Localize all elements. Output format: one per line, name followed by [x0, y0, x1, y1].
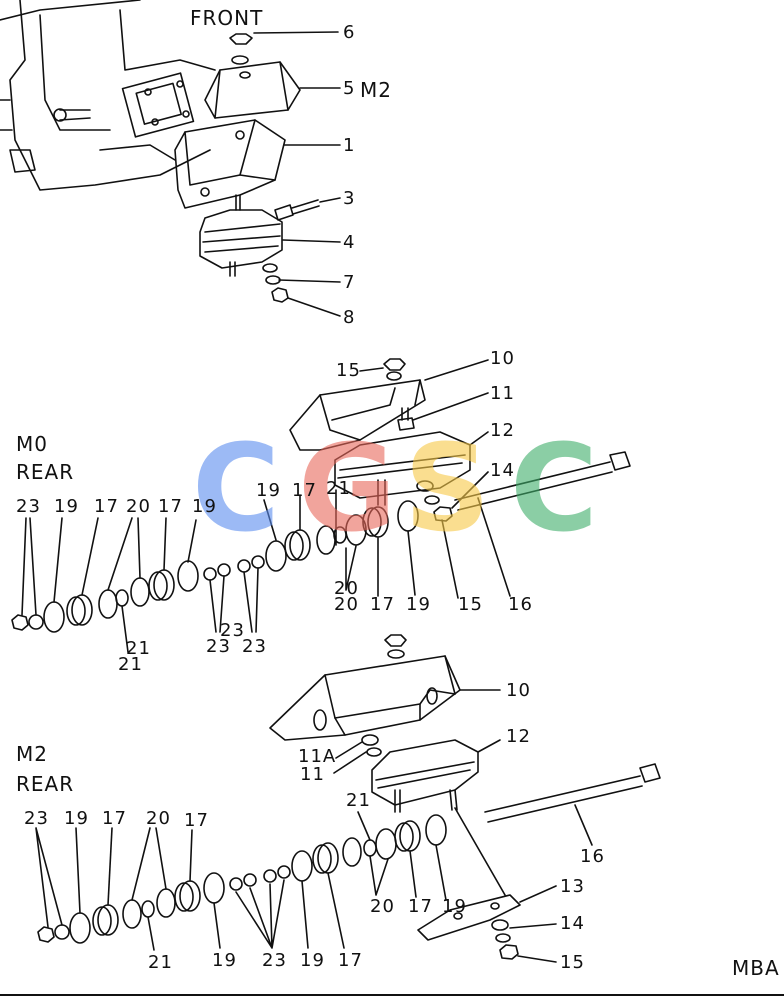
- callout-m2-21-right: 21: [346, 790, 371, 811]
- callout-m2-20-left: 20: [146, 808, 171, 829]
- callout-m2-17-lower: 17: [338, 950, 363, 971]
- watermark-letter-1: C: [192, 420, 281, 559]
- callout-m0-12: 12: [490, 420, 515, 441]
- heading-m0-rear: REAR: [16, 460, 75, 484]
- callout-m2-21-left: 21: [148, 952, 173, 973]
- heading-front: FRONT: [190, 6, 264, 30]
- callout-m2-14: 14: [560, 913, 585, 934]
- callout-m0-17-left: 17: [94, 496, 119, 517]
- callout-m0-19-right: 19: [406, 594, 431, 615]
- callout-front-6: 6: [343, 22, 356, 43]
- engine-block-drawing: [0, 0, 216, 191]
- callout-m2-19-mid: 19: [212, 950, 237, 971]
- watermark-letter-3: S: [404, 420, 491, 559]
- callout-m0-21-extra: 21: [126, 638, 151, 659]
- callout-m2-20-right: 20: [370, 896, 395, 917]
- callout-m0-21-left: 21: [118, 654, 143, 675]
- callout-m0-21-right: 21: [326, 478, 351, 499]
- callout-front-3: 3: [343, 188, 356, 209]
- callout-m2-17-right: 17: [408, 896, 433, 917]
- callout-m0-17-right: 17: [370, 594, 395, 615]
- callout-m0-23-mid-right: 23: [242, 636, 267, 657]
- m0-rear-assembly: [11, 358, 631, 653]
- callout-m2-10: 10: [506, 680, 531, 701]
- callout-front-8: 8: [343, 307, 356, 328]
- callout-m2-19-left: 19: [64, 808, 89, 829]
- callout-m0-20-lower: 20: [334, 578, 359, 599]
- callout-m0-17-upper: 17: [292, 480, 317, 501]
- callout-m2-17-mid: 17: [184, 810, 209, 831]
- callout-front-4: 4: [343, 232, 356, 253]
- callout-m2-13: 13: [560, 876, 585, 897]
- callout-m2-19-right: 19: [442, 896, 467, 917]
- callout-m2-19-lower: 19: [300, 950, 325, 971]
- callout-m0-17-mid: 17: [158, 496, 183, 517]
- front-mount-parts: [174, 31, 341, 317]
- callout-m2-11a: 11A: [298, 746, 337, 767]
- watermark-letter-4: C: [510, 420, 599, 559]
- heading-front-variant: M2: [360, 78, 392, 102]
- watermark-letter-2: G: [298, 420, 397, 559]
- m2-washer-stack: [37, 814, 447, 944]
- callout-m2-12: 12: [506, 726, 531, 747]
- callout-m2-16: 16: [580, 846, 605, 867]
- callout-front-5: 5: [343, 78, 356, 99]
- callout-m2-17-left: 17: [102, 808, 127, 829]
- callout-m0-15-top: 15: [336, 360, 361, 381]
- callout-m2-15: 15: [560, 952, 585, 973]
- callout-m0-14: 14: [490, 460, 515, 481]
- callout-m0-20-left: 20: [126, 496, 151, 517]
- callout-m0-19-left: 19: [54, 496, 79, 517]
- callout-m0-23-left: 23: [16, 496, 41, 517]
- callout-m0-15-bottom: 15: [458, 594, 483, 615]
- callout-front-1: 1: [343, 135, 356, 156]
- callout-m2-23-mid: 23: [262, 950, 287, 971]
- callout-m0-20-right: 20: [334, 594, 359, 615]
- callout-m0-11: 11: [490, 383, 515, 404]
- callout-front-7: 7: [343, 272, 356, 293]
- heading-m0: M0: [16, 432, 48, 456]
- callout-m2-11: 11: [300, 764, 325, 785]
- m2-rear-assembly: [35, 634, 661, 963]
- callout-m0-10: 10: [490, 348, 515, 369]
- callout-m2-23-left: 23: [24, 808, 49, 829]
- callout-m0-19-mid: 19: [192, 496, 217, 517]
- heading-m2-rear: REAR: [16, 772, 75, 796]
- callout-m0-23-mid-left: 23: [206, 636, 231, 657]
- callout-m0-19-upper: 19: [256, 480, 281, 501]
- callout-m0-16: 16: [508, 594, 533, 615]
- callout-m0-23-extra: 23: [220, 620, 245, 641]
- heading-m2: M2: [16, 742, 48, 766]
- diagram-code: MBA: [732, 956, 780, 980]
